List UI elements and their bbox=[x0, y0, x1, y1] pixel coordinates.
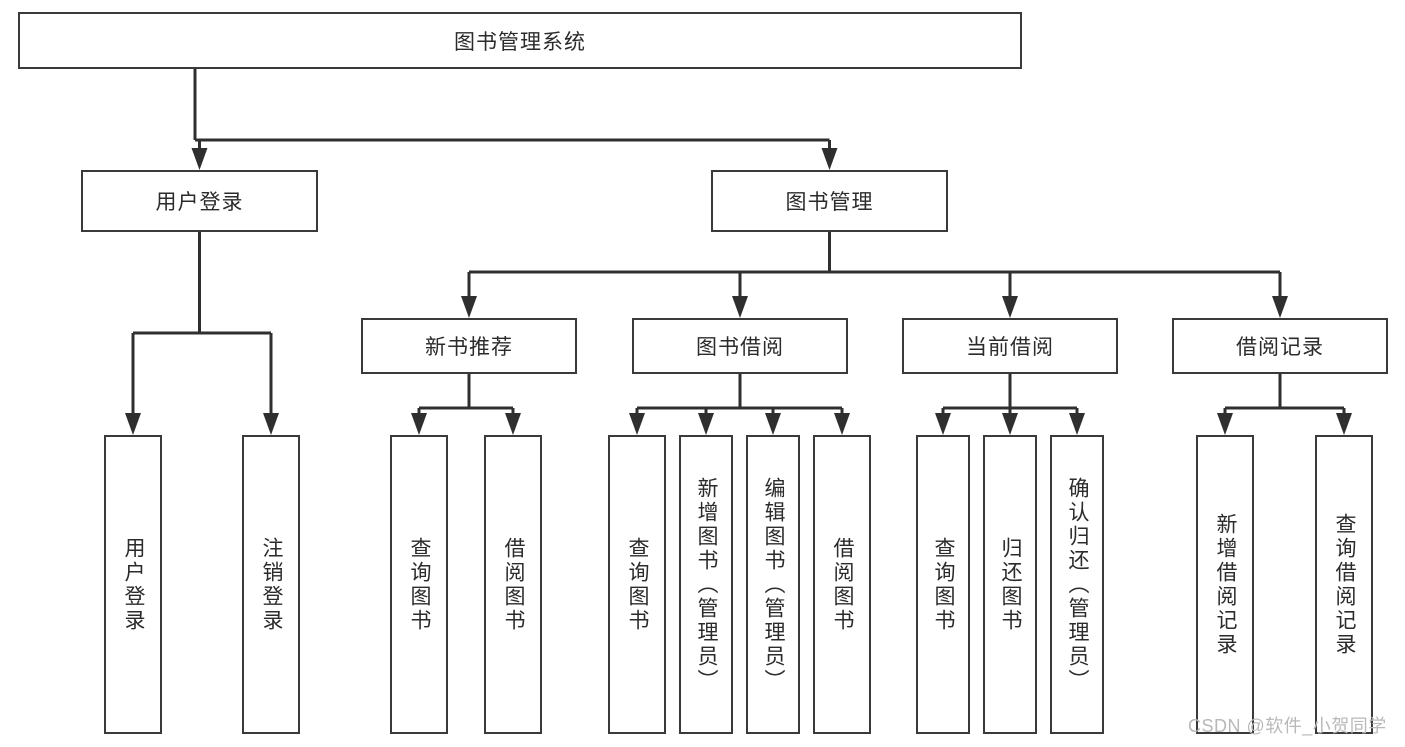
node-label: 用户登录 bbox=[122, 536, 146, 633]
arrowhead-l2-book-manage bbox=[821, 148, 838, 170]
node-leaf-nb-borrow[interactable]: 借阅图书 bbox=[484, 435, 542, 734]
arrowhead-leaf-nb-query bbox=[411, 413, 427, 435]
node-leaf-nb-query[interactable]: 查询图书 bbox=[390, 435, 448, 734]
node-leaf-bw-add[interactable]: 新增图书（管理员） bbox=[679, 435, 733, 734]
node-root[interactable]: 图书管理系统 bbox=[18, 12, 1022, 69]
arrowhead-l3-current bbox=[1002, 296, 1018, 318]
arrowhead-l2-user-login bbox=[191, 148, 208, 170]
arrowhead-leaf-cb-return bbox=[1002, 413, 1018, 435]
arrowhead-leaf-nb-borrow bbox=[505, 413, 521, 435]
node-label: 查询图书 bbox=[626, 536, 650, 633]
node-label: 用户登录 bbox=[155, 191, 244, 214]
node-l2-user-login[interactable]: 用户登录 bbox=[81, 170, 318, 232]
node-leaf-user-login[interactable]: 用户登录 bbox=[104, 435, 162, 734]
node-label: 当前借阅 bbox=[966, 336, 1054, 359]
node-label: 借阅记录 bbox=[1236, 336, 1324, 359]
arrowhead-leaf-bw-borrow bbox=[834, 413, 850, 435]
node-label: 归还图书 bbox=[999, 536, 1023, 633]
node-label: 查询图书 bbox=[932, 536, 956, 633]
node-label: 借阅图书 bbox=[502, 536, 526, 633]
node-label: 图书管理 bbox=[785, 191, 874, 214]
arrowhead-leaf-bw-add bbox=[698, 413, 714, 435]
node-leaf-bw-borrow[interactable]: 借阅图书 bbox=[813, 435, 871, 734]
node-leaf-bw-edit[interactable]: 编辑图书（管理员） bbox=[746, 435, 800, 734]
arrowhead-leaf-rc-add bbox=[1217, 413, 1233, 435]
arrowhead-leaf-logout bbox=[263, 413, 279, 435]
node-label: 注销登录 bbox=[260, 536, 284, 633]
node-l3-current[interactable]: 当前借阅 bbox=[902, 318, 1118, 374]
node-l3-borrow[interactable]: 图书借阅 bbox=[632, 318, 848, 374]
node-label: 新增图书（管理员） bbox=[695, 476, 719, 693]
arrowhead-leaf-rc-query bbox=[1336, 413, 1352, 435]
node-leaf-cb-return[interactable]: 归还图书 bbox=[983, 435, 1037, 734]
watermark-label: CSDN @软件_小贺同学 bbox=[1188, 716, 1387, 736]
node-l2-book-manage[interactable]: 图书管理 bbox=[711, 170, 948, 232]
node-label: 新增借阅记录 bbox=[1214, 512, 1238, 657]
arrowhead-leaf-user-login bbox=[125, 413, 141, 435]
node-leaf-bw-query[interactable]: 查询图书 bbox=[608, 435, 666, 734]
arrowhead-l3-record bbox=[1272, 296, 1288, 318]
node-leaf-rc-query[interactable]: 查询借阅记录 bbox=[1315, 435, 1373, 734]
node-l3-new-book[interactable]: 新书推荐 bbox=[361, 318, 577, 374]
arrowhead-leaf-bw-edit bbox=[765, 413, 781, 435]
node-leaf-rc-add[interactable]: 新增借阅记录 bbox=[1196, 435, 1254, 734]
arrowhead-l3-borrow bbox=[732, 296, 748, 318]
node-label: 查询图书 bbox=[408, 536, 432, 633]
node-label: 新书推荐 bbox=[425, 336, 513, 359]
node-label: 借阅图书 bbox=[831, 536, 855, 633]
node-label: 查询借阅记录 bbox=[1333, 512, 1357, 657]
arrowhead-leaf-cb-query bbox=[935, 413, 951, 435]
node-label: 编辑图书（管理员） bbox=[762, 476, 786, 693]
arrowhead-leaf-cb-confirm bbox=[1069, 413, 1085, 435]
node-label: 图书借阅 bbox=[696, 336, 784, 359]
node-label: 图书管理系统 bbox=[454, 30, 586, 54]
arrowhead-l3-new-book bbox=[461, 296, 477, 318]
node-leaf-cb-query[interactable]: 查询图书 bbox=[916, 435, 970, 734]
node-leaf-logout[interactable]: 注销登录 bbox=[242, 435, 300, 734]
node-label: 确认归还（管理员） bbox=[1066, 476, 1090, 693]
node-leaf-cb-confirm[interactable]: 确认归还（管理员） bbox=[1050, 435, 1104, 734]
arrowhead-leaf-bw-query bbox=[629, 413, 645, 435]
node-l3-record[interactable]: 借阅记录 bbox=[1172, 318, 1388, 374]
